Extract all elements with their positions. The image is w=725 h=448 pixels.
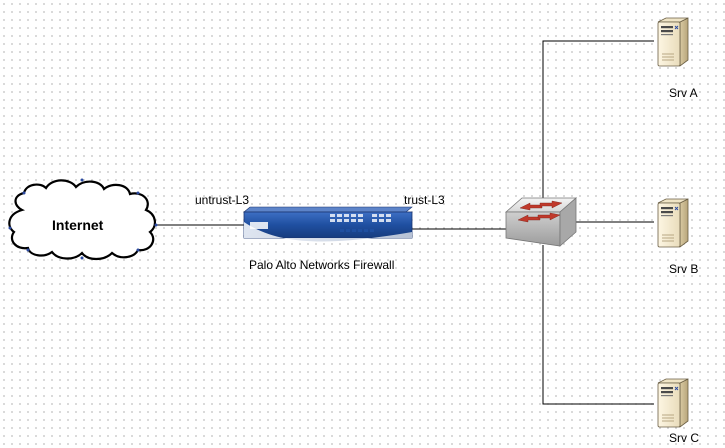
untrust-label: untrust-L3: [195, 193, 250, 207]
server-icon-b[interactable]: [657, 198, 689, 248]
server-label-c: Srv C: [669, 431, 699, 445]
server-icon-c[interactable]: [657, 378, 689, 428]
internet-label: Internet: [52, 217, 104, 233]
server-label-b: Srv B: [669, 262, 699, 276]
connection-lines: [156, 40, 654, 405]
firewall-icon[interactable]: [243, 206, 413, 242]
switch-arrows-icon: [517, 200, 563, 223]
link-switch-srv-a: [542, 40, 654, 212]
internet-cloud-icon[interactable]: [8, 178, 158, 261]
server-icon-a[interactable]: [657, 17, 689, 67]
switch-icon[interactable]: [504, 197, 578, 247]
link-switch-srv-c: [542, 245, 654, 405]
firewall-label: Palo Alto Networks Firewall: [249, 258, 395, 272]
server-label-a: Srv A: [669, 86, 698, 100]
trust-label: trust-L3: [404, 193, 445, 207]
